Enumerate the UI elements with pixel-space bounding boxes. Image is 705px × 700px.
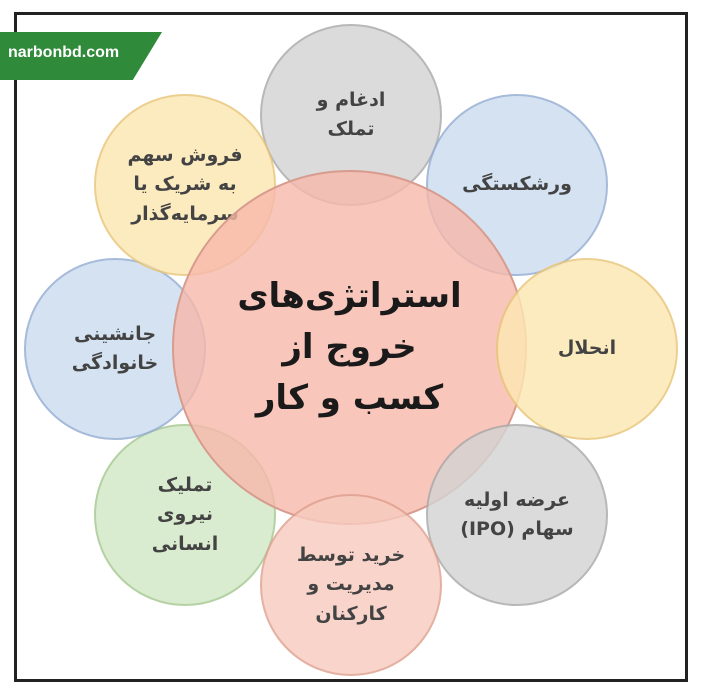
center-title: استراتژی‌های خروج از کسب و کار bbox=[237, 276, 462, 418]
node-buyout: خرید توسط مدیریت و کارکنان bbox=[260, 494, 442, 676]
node-label: انحلال bbox=[557, 337, 617, 360]
node-merger: ادغام و تملک bbox=[260, 24, 442, 206]
node-label: خرید توسط مدیریت و کارکنان bbox=[296, 543, 406, 625]
node-ipo: عرضه اولیه سهام (IPO) bbox=[426, 424, 608, 606]
node-label: فروش سهم به شریک یا سرمایه‌گذار bbox=[127, 143, 243, 225]
brand-text: narbonbd.com bbox=[8, 44, 120, 61]
brand-banner[interactable]: narbonbd.com bbox=[0, 32, 162, 80]
node-label: عرضه اولیه سهام (IPO) bbox=[460, 488, 574, 540]
node-label: جانشینی خانوادگی bbox=[71, 322, 159, 374]
node-label: تملیک نیروی انسانی bbox=[151, 473, 219, 555]
node-liquidation: انحلال bbox=[496, 258, 678, 440]
node-label: ادغام و تملک bbox=[316, 88, 386, 140]
node-label: ورشکستگی bbox=[462, 173, 572, 196]
